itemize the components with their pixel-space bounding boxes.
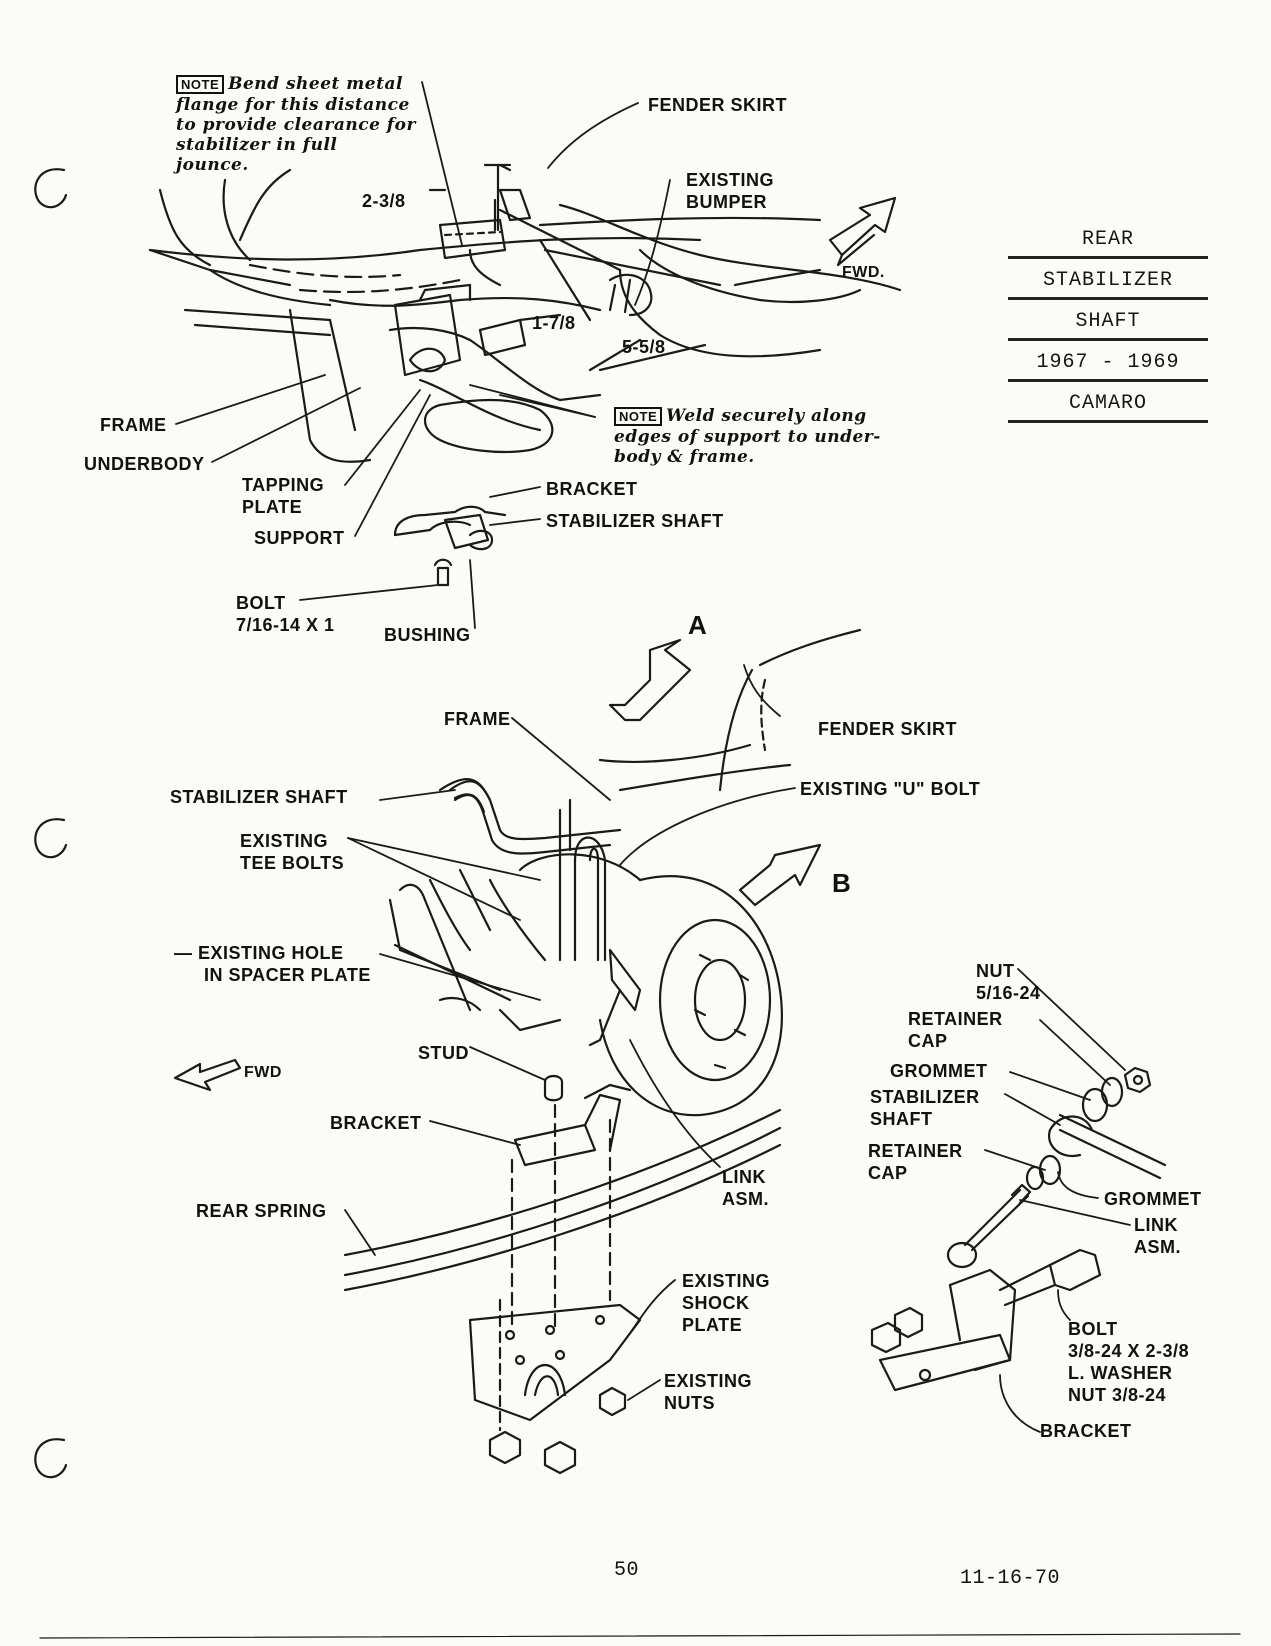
binder-hole-3: [34, 1438, 68, 1479]
binder-hole-1: [34, 168, 68, 209]
label-view-a: A: [688, 610, 708, 640]
label-grommet-top: GROMMET: [890, 1061, 988, 1081]
top-underbody-drawing: [148, 163, 902, 463]
label-stabilizer-shaft-lower: STABILIZER SHAFT: [170, 787, 348, 807]
title-stabilizer: STABILIZER: [1008, 269, 1208, 300]
label-frame-lower: FRAME: [444, 709, 511, 729]
label-rear-spring: REAR SPRING: [196, 1201, 327, 1221]
label-bolt-detail: BOLT 3/8-24 X 2-3/8 L. WASHER NUT 3/8-24: [1068, 1319, 1190, 1405]
label-tapping-plate: TAPPING PLATE: [242, 475, 325, 517]
label-bolt-top: BOLT 7/16-14 X 1: [236, 593, 335, 635]
binder-hole-2: [34, 818, 68, 859]
title-block: REAR STABILIZER SHAFT 1967 - 1969 CAMARO: [1008, 228, 1208, 433]
label-grommet-bottom: GROMMET: [1104, 1189, 1202, 1209]
label-dim-5-5-8: 5-5/8: [622, 337, 666, 357]
detail-link-drawing: [870, 1066, 1167, 1392]
lower-fwd-arrow: [173, 1058, 242, 1092]
title-model: CAMARO: [1008, 392, 1208, 423]
revision-date: 11-16-70: [960, 1567, 1061, 1590]
label-bracket-lower: BRACKET: [330, 1113, 422, 1133]
label-support: SUPPORT: [254, 528, 345, 548]
title-shaft: SHAFT: [1008, 310, 1208, 341]
label-dim-1-7-8: 1-7/8: [532, 313, 576, 333]
label-existing-tee-bolts: EXISTING TEE BOLTS: [240, 831, 345, 873]
label-existing-shock-plate: EXISTING SHOCK PLATE: [682, 1271, 771, 1335]
lower-leaders: [344, 664, 796, 1401]
detail-leaders: [984, 968, 1131, 1433]
title-years: 1967 - 1969: [1008, 351, 1208, 382]
label-link-asm-lower: LINK ASM.: [722, 1167, 769, 1209]
lower-axle-drawing: [343, 628, 862, 1475]
label-existing-nuts: EXISTING NUTS: [664, 1371, 753, 1413]
note-box-2: NOTE: [614, 407, 663, 426]
label-dim-2-3-8: 2-3/8: [362, 191, 406, 211]
label-nut: NUT 5/16-24: [976, 961, 1041, 1003]
label-bracket-detail: BRACKET: [1040, 1421, 1132, 1441]
label-frame-top: FRAME: [100, 415, 167, 435]
label-fender-skirt-lower: FENDER SKIRT: [818, 719, 958, 739]
label-link-asm-detail: LINK ASM.: [1134, 1215, 1181, 1257]
title-rear: REAR: [1008, 228, 1208, 259]
top-stabilizer-detail: [393, 505, 507, 587]
label-underbody: UNDERBODY: [84, 454, 205, 474]
view-a-arrow: [608, 638, 692, 722]
page-number: 50: [614, 1559, 640, 1582]
label-stabilizer-shaft-top: STABILIZER SHAFT: [546, 511, 724, 531]
top-leaders: [175, 81, 671, 629]
label-existing-hole: — EXISTING HOLE IN SPACER PLATE: [174, 943, 371, 985]
view-b-arrow: [738, 843, 822, 907]
label-view-b: B: [832, 868, 852, 898]
label-bushing: BUSHING: [384, 625, 471, 645]
label-retainer-cap-bottom: RETAINER CAP: [868, 1141, 963, 1183]
label-stud: STUD: [418, 1043, 469, 1063]
label-fwd-lower: FWD: [244, 1064, 282, 1081]
label-fender-skirt-top: FENDER SKIRT: [648, 95, 788, 115]
label-bracket-top: BRACKET: [546, 479, 638, 499]
label-existing-bumper: EXISTING BUMPER: [686, 170, 775, 212]
label-stabilizer-shaft-detail: STABILIZER SHAFT: [870, 1087, 980, 1129]
bottom-rule: [39, 1633, 1241, 1639]
label-existing-u-bolt: EXISTING "U" BOLT: [800, 779, 981, 799]
label-retainer-cap-top: RETAINER CAP: [908, 1009, 1003, 1051]
note-box-1: NOTE: [176, 75, 225, 94]
label-fwd-top: FWD.: [842, 264, 885, 281]
